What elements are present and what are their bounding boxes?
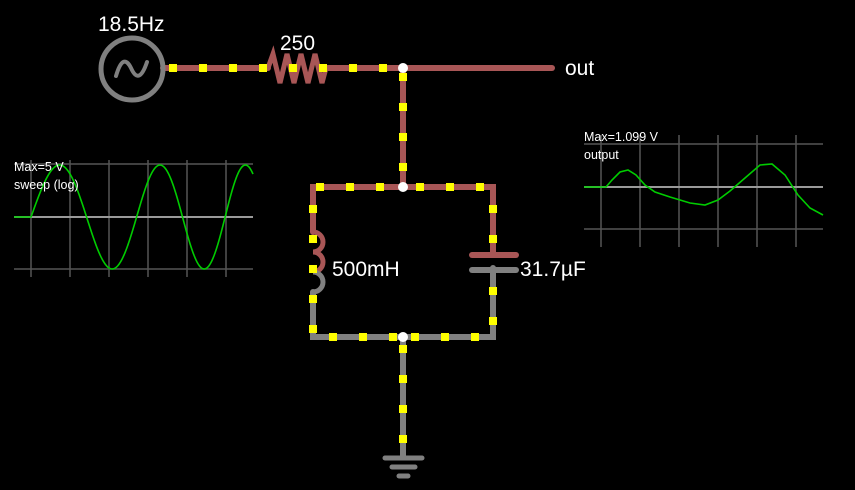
current-dot [309, 325, 317, 333]
ac-source-icon [98, 35, 166, 103]
current-dot [349, 64, 357, 72]
current-dot [259, 64, 267, 72]
current-dot [441, 333, 449, 341]
scope-output-name: output [584, 148, 619, 162]
current-dot [389, 333, 397, 341]
current-dot [309, 235, 317, 243]
current-dot [359, 333, 367, 341]
current-dot [399, 103, 407, 111]
current-dot [399, 163, 407, 171]
current-dot [309, 265, 317, 273]
scope-output-max: Max=1.099 V [584, 130, 659, 144]
scope-sweep-max: Max=5 V [14, 160, 64, 174]
sine-glyph [114, 59, 149, 78]
current-dot [411, 333, 419, 341]
scope-sweep-trace [14, 164, 254, 270]
current-dot [309, 205, 317, 213]
current-dot [399, 345, 407, 353]
inductor-coil-bottom [312, 269, 326, 295]
capacitor-value-label: 31.7µF [520, 258, 586, 281]
current-dot [471, 333, 479, 341]
current-dot [346, 183, 354, 191]
current-dot [376, 183, 384, 191]
current-dot [399, 73, 407, 81]
resistor-value-label: 250 [280, 32, 315, 55]
ac-source[interactable]: 18.5Hz [98, 13, 166, 103]
current-dot [489, 287, 497, 295]
inductor-coil-top [312, 229, 326, 275]
current-dot [329, 333, 337, 341]
current-dot [199, 64, 207, 72]
current-dot [489, 205, 497, 213]
ground-icon[interactable] [382, 455, 425, 479]
inductor-value-label: 500mH [332, 258, 400, 281]
current-dot [399, 435, 407, 443]
current-dot [319, 64, 327, 72]
resistor[interactable]: 250 [265, 32, 329, 84]
scope-output[interactable]: Max=1.099 V output [584, 130, 824, 247]
current-dot [399, 405, 407, 413]
output-label[interactable]: out [565, 57, 594, 80]
scope-output-trace [584, 163, 824, 216]
scope-sweep-name: sweep (log) [14, 178, 79, 192]
current-dots [169, 64, 497, 443]
current-dot [316, 183, 324, 191]
capacitor[interactable]: 31.7µF [469, 240, 586, 285]
current-dot [489, 235, 497, 243]
current-dot [399, 375, 407, 383]
current-dot [476, 183, 484, 191]
inductor[interactable]: 500mH [312, 229, 400, 295]
current-dot [489, 317, 497, 325]
node-top[interactable] [398, 63, 408, 73]
current-dot [399, 133, 407, 141]
source-frequency-label: 18.5Hz [98, 13, 165, 36]
current-dot [379, 64, 387, 72]
current-dot [416, 183, 424, 191]
current-dot [169, 64, 177, 72]
current-dot [446, 183, 454, 191]
scope-sweep[interactable]: Max=5 V sweep (log) [14, 160, 254, 277]
node-tank-bottom[interactable] [398, 332, 408, 342]
current-dot [289, 64, 297, 72]
resistor-icon [265, 45, 329, 84]
current-dot [229, 64, 237, 72]
node-tank-top[interactable] [398, 182, 408, 192]
wire-tank-top[interactable] [310, 184, 496, 243]
current-dot [309, 295, 317, 303]
